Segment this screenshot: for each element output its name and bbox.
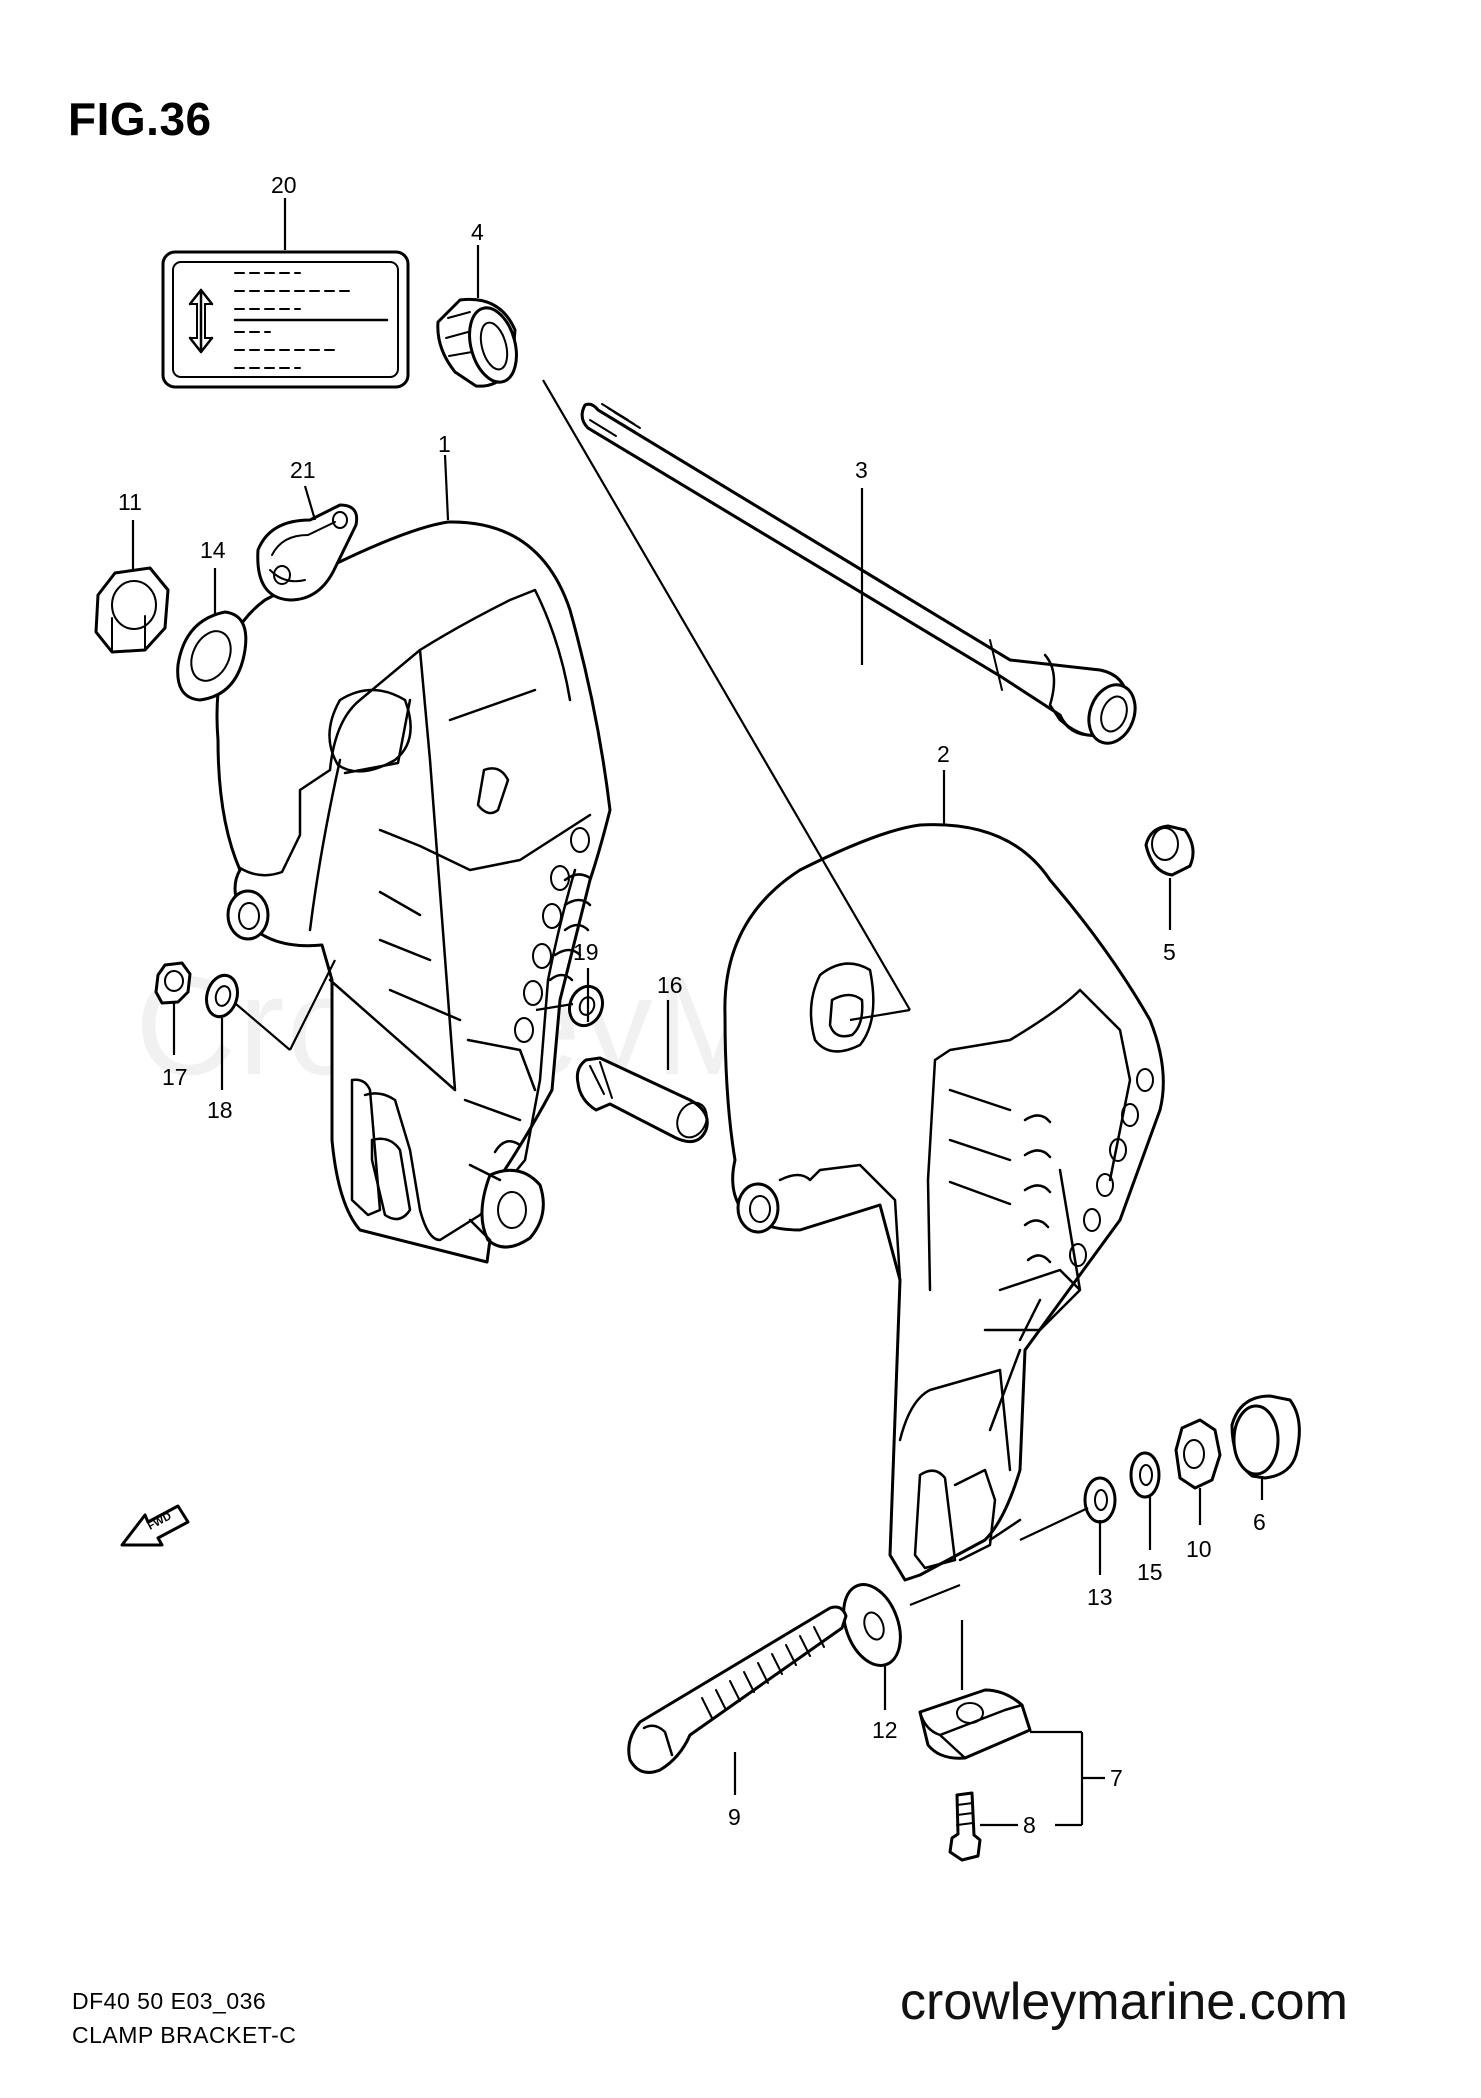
- callout-4: 4: [471, 219, 484, 245]
- part-2-clamp-bracket-right[interactable]: [723, 823, 1165, 1582]
- callout-9: 9: [728, 1804, 741, 1830]
- diagram-name: CLAMP BRACKET-C: [72, 2022, 297, 2048]
- diagram-code: DF40 50 E03_036: [72, 1988, 267, 2014]
- callout-6: 6: [1253, 1509, 1266, 1535]
- part-5-sleeve[interactable]: [1144, 824, 1195, 877]
- part-9-bolt[interactable]: [627, 1605, 848, 1774]
- figure-title: FIG.36: [68, 93, 212, 145]
- website-link[interactable]: crowleymarine.com: [900, 1973, 1348, 2031]
- part-13-washer[interactable]: [1083, 1476, 1117, 1524]
- part-8-screw[interactable]: [948, 1791, 982, 1862]
- callout-17: 17: [162, 1064, 188, 1090]
- part-11-nut[interactable]: [94, 566, 170, 654]
- callouts: 20 4 21 1 11 14 3 2 5 19 16 17 18 13 15 …: [118, 172, 1266, 1838]
- callout-8: 8: [1023, 1812, 1036, 1838]
- part-7-block[interactable]: [918, 1688, 1032, 1760]
- callout-2: 2: [937, 741, 950, 767]
- callout-10: 10: [1186, 1536, 1212, 1562]
- part-20-label-plate[interactable]: [161, 250, 410, 389]
- callout-15: 15: [1137, 1559, 1163, 1585]
- part-14-washer[interactable]: [176, 610, 248, 702]
- callout-1: 1: [438, 431, 451, 457]
- part-19-washer[interactable]: [564, 982, 608, 1031]
- part-6-sleeve[interactable]: [1230, 1394, 1301, 1480]
- part-17-small-nut[interactable]: [154, 961, 192, 1005]
- part-12-washer-large[interactable]: [833, 1577, 911, 1674]
- callout-13: 13: [1087, 1584, 1113, 1610]
- callout-12: 12: [872, 1717, 898, 1743]
- callout-5: 5: [1163, 939, 1176, 965]
- part-16-pin[interactable]: [575, 1056, 712, 1144]
- callout-16: 16: [657, 972, 683, 998]
- callout-18: 18: [207, 1097, 233, 1123]
- callout-21: 21: [290, 457, 316, 483]
- part-15-washer[interactable]: [1129, 1451, 1161, 1499]
- part-3-through-tube[interactable]: [580, 402, 1143, 750]
- part-10-nut[interactable]: [1174, 1418, 1222, 1490]
- callout-3: 3: [855, 457, 868, 483]
- callout-14: 14: [200, 537, 226, 563]
- leader-lines: [131, 198, 1264, 1827]
- part-4-bushing[interactable]: [436, 297, 524, 388]
- part-18-small-washer[interactable]: [202, 972, 242, 1020]
- part-21-plate[interactable]: [256, 503, 359, 602]
- callout-11: 11: [118, 489, 142, 515]
- part-1-clamp-bracket-left[interactable]: [215, 520, 612, 1264]
- callout-7: 7: [1110, 1765, 1123, 1791]
- callout-19: 19: [573, 939, 599, 965]
- callout-20: 20: [271, 172, 297, 198]
- fwd-arrow-icon: FWD: [120, 1504, 190, 1547]
